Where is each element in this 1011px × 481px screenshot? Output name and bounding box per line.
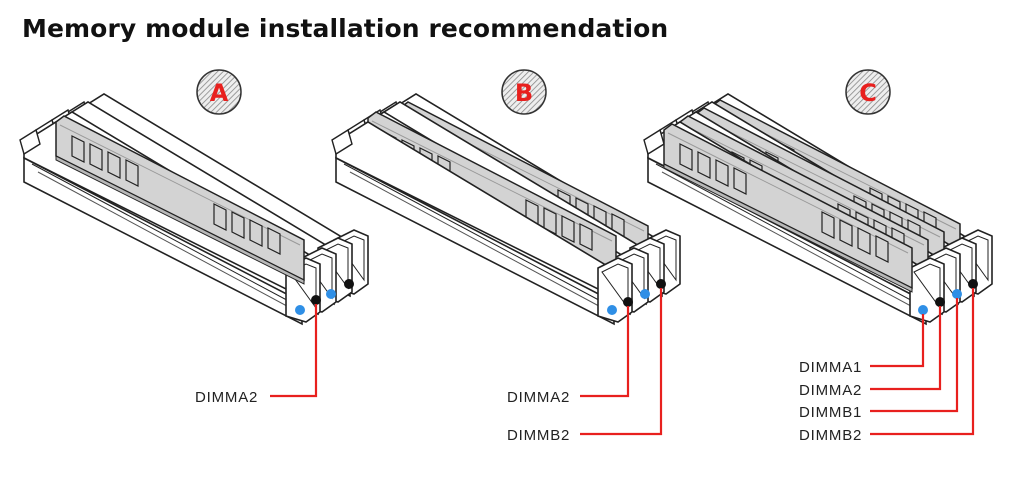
- callout-line: [580, 288, 663, 436]
- configuration-b: B DIMMA2 DIMMB2: [331, 69, 681, 444]
- dimm-slots-a: [19, 93, 369, 325]
- latch-blue: [952, 289, 962, 299]
- slot-label-dimma1: DIMMA1: [799, 359, 862, 376]
- callout-line: [870, 306, 942, 391]
- dimm-slots-b: [331, 93, 681, 325]
- latch-black: [623, 297, 633, 307]
- latch-black: [935, 297, 945, 307]
- latch-black: [968, 279, 978, 289]
- configuration-a: A DIMMA2: [19, 69, 369, 406]
- slot-label-dimmb2: DIMMB2: [507, 427, 570, 444]
- slot-label-dimmb1: DIMMB1: [799, 404, 862, 421]
- slot-latches-a: [295, 279, 354, 315]
- configuration-c: C DIMMA1 DIMMA2 DIMMB1 DIMMB2: [643, 69, 993, 444]
- callout-line: [870, 288, 975, 436]
- slot-label-dimma2: DIMMA2: [195, 389, 258, 406]
- slot-label-dimma2: DIMMA2: [799, 382, 862, 399]
- callout-line: [270, 304, 318, 398]
- slot-label-dimma2: DIMMA2: [507, 389, 570, 406]
- latch-blue: [918, 305, 928, 315]
- latch-black: [311, 295, 321, 305]
- badge-a-letter: A: [210, 79, 229, 107]
- latch-blue: [295, 305, 305, 315]
- badge-b-letter: B: [515, 79, 533, 107]
- latch-blue: [640, 289, 650, 299]
- page-title: Memory module installation recommendatio…: [22, 14, 669, 43]
- latch-black: [344, 279, 354, 289]
- callout-line: [870, 314, 925, 368]
- badge-c-letter: C: [859, 79, 877, 107]
- latch-blue: [607, 305, 617, 315]
- slot-latches-b: [607, 279, 666, 315]
- slot-label-dimmb2: DIMMB2: [799, 427, 862, 444]
- dimm-slots-c: [643, 93, 993, 325]
- slot-latches-c: [918, 279, 978, 315]
- badge-c: C: [845, 69, 891, 115]
- latch-blue: [326, 289, 336, 299]
- latch-black: [656, 279, 666, 289]
- callout-line: [870, 298, 959, 413]
- badge-b: B: [501, 69, 547, 115]
- badge-a: A: [196, 69, 242, 115]
- callout-line: [580, 306, 630, 398]
